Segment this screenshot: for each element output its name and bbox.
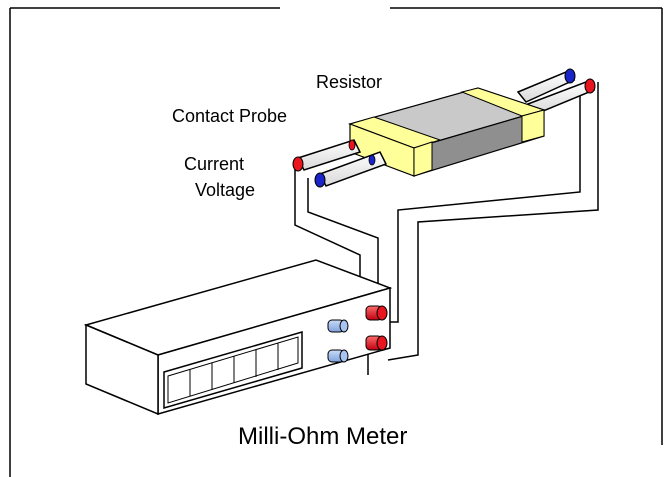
label-meter: Milli-Ohm Meter [238, 423, 407, 450]
label-resistor: Resistor [316, 72, 382, 92]
wire-current-right [387, 82, 599, 361]
red-terminals [365, 305, 388, 351]
milli-ohm-meter [83, 259, 393, 416]
label-current: Current [184, 154, 244, 174]
label-contact-probe: Contact Probe [172, 106, 287, 126]
meter-display [163, 331, 303, 409]
blue-terminals [327, 319, 349, 363]
left-contact-probes [292, 139, 388, 188]
label-voltage: Voltage [195, 180, 255, 200]
resistor [348, 87, 547, 177]
right-contact-probes [516, 68, 596, 115]
figure-frame [9, 7, 663, 477]
wire-voltage-right [388, 88, 581, 323]
